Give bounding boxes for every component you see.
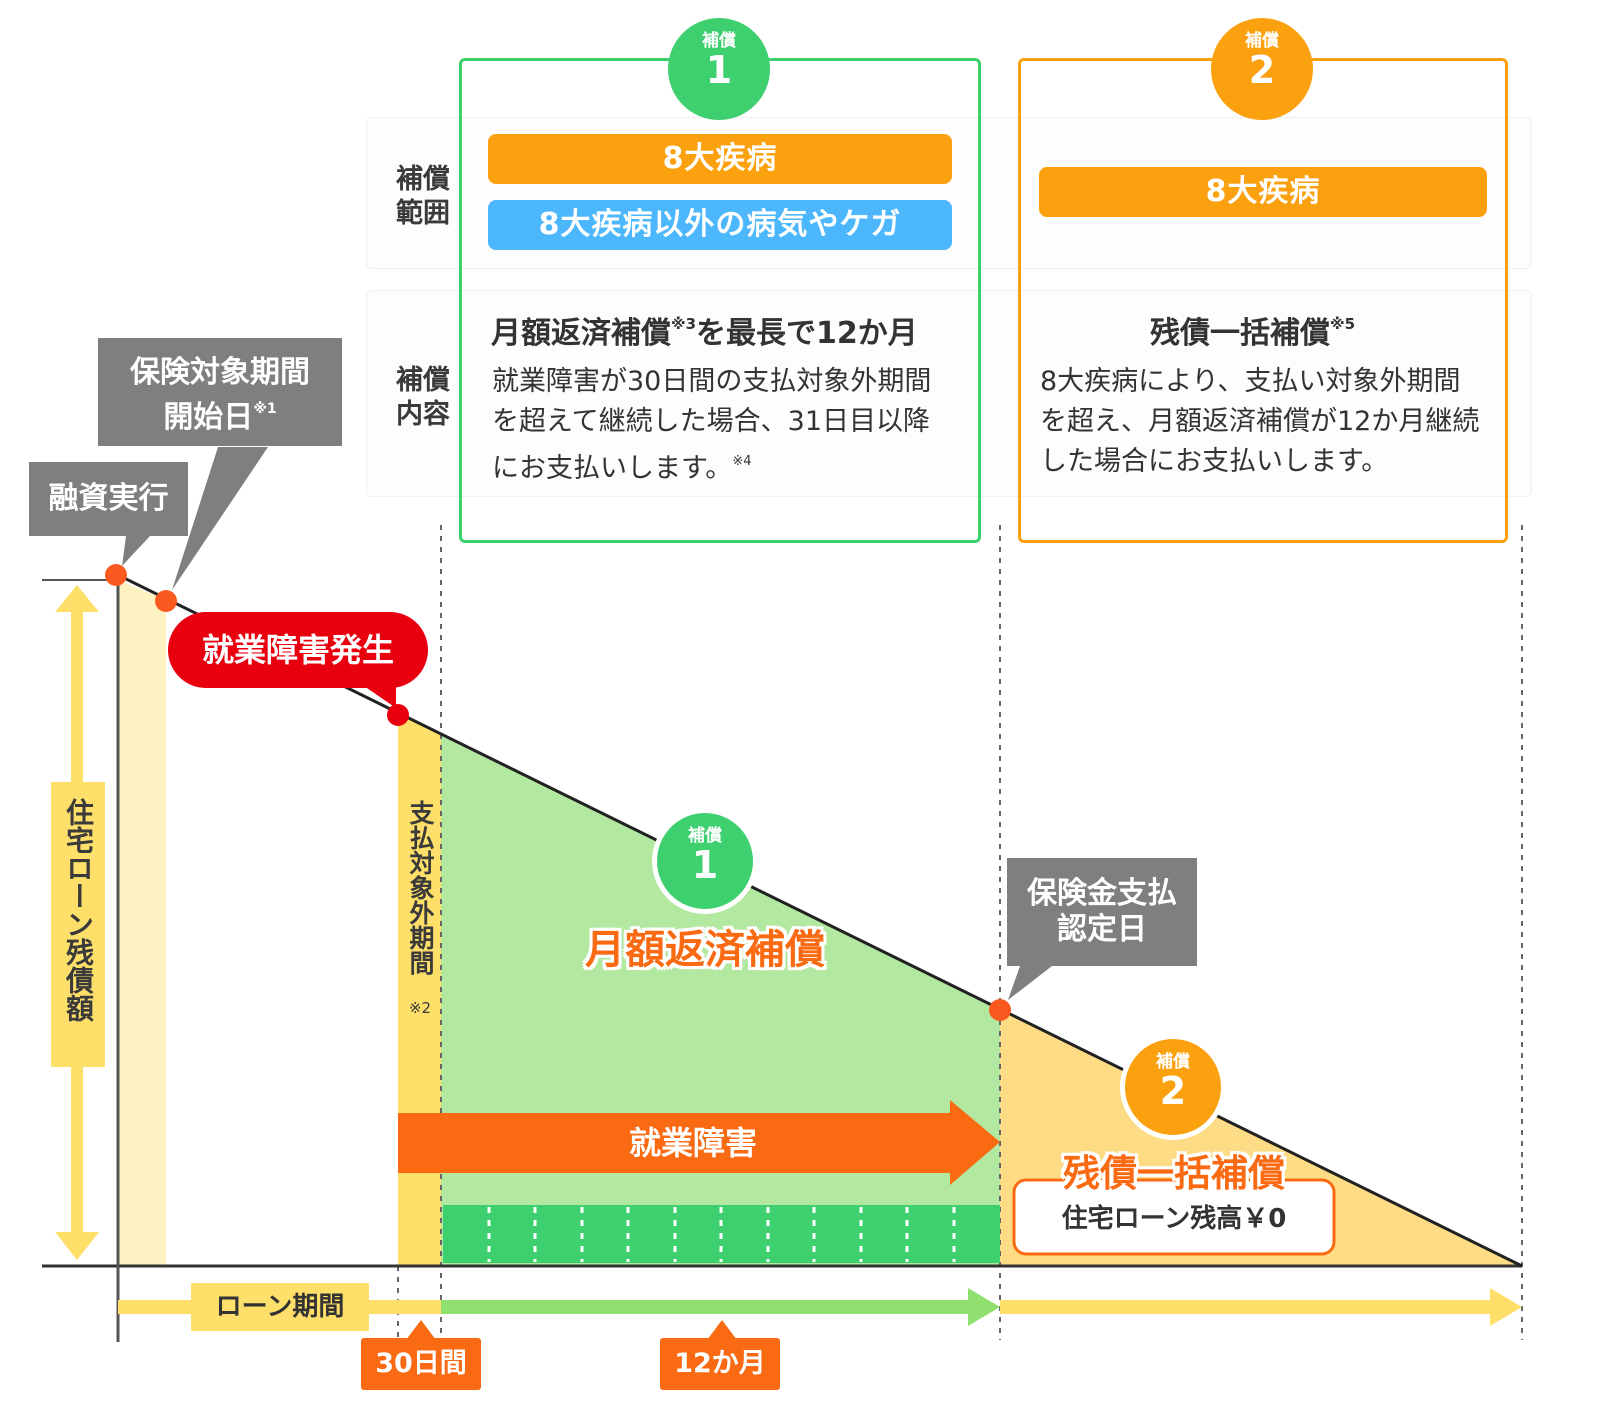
callout-coverage-start: 保険対象期間 開始日※1 [98,338,342,446]
marker-disability [387,704,409,726]
comp1-scope-8diseases: 8大疾病 [488,134,952,184]
loan-balance-line [117,573,1523,1268]
timeline-green [441,1300,971,1314]
y-axis-label: 住宅ローン残債額 [62,798,95,1022]
pointer-payment-cert [1008,966,1052,1000]
comp1-title-tail: を最長で12か月 [696,316,918,351]
pointer-12months [707,1320,737,1340]
pointer-coverage-start [172,447,268,590]
marker-payment-cert [989,999,1011,1021]
badge-label: 補償 [1156,1052,1190,1072]
coverage-start-note: ※1 [253,401,277,417]
balance-zero-label: 住宅ローン残高￥0 [1061,1204,1287,1234]
comp2-title-note: ※5 [1330,315,1356,333]
badge-number: 2 [1248,48,1276,92]
marker-loan-execution [105,564,127,586]
disability-arrow-head [950,1100,1000,1185]
comp1-scope-other: 8大疾病以外の病気やケガ [488,200,952,250]
badge-label: 補償 [688,826,722,846]
disability-arrow-label: 就業障害 [628,1124,757,1162]
badge-label: 補償 [1245,31,1279,51]
badge-number: 1 [705,48,733,92]
timeline-yellow-2 [1000,1300,1495,1314]
marker-coverage-start [155,590,177,612]
balance-zero-box [1012,1178,1336,1256]
comp2-chart-badge: 補償 2 [1120,1034,1226,1140]
badge-number: 2 [1159,1069,1187,1113]
comp1-body-text: 就業障害が30日間の支払対象外期間を超えて継続した場合、31日目以降にお支払いし… [492,366,932,484]
coverage-start-text: 保険対象期間 開始日 [130,355,310,435]
badge-number: 1 [691,843,719,887]
scope-row-label: 補償 範囲 [396,164,450,229]
pointer-loan-execution [122,536,150,566]
non-payment-note: ※2 [408,999,432,1017]
comp1-chart-badge: 補償 1 [652,808,758,914]
monthly-comp-label: 月額返済補償 [585,927,825,973]
content-row-label: 補償 内容 [396,365,450,430]
pointer-disability [364,686,396,708]
pre-coverage-band [118,580,166,1266]
callout-payment-cert: 保険金支払 認定日 [1007,858,1197,966]
comp1-title-main: 月額返済補償 [491,316,671,351]
comp2-top-badge: 補償 2 [1211,18,1313,120]
comp1-title: 月額返済補償※3を最長で12か月 [491,308,918,352]
y-arrow-head-down [55,1232,99,1260]
days-30-tag: 30日間 [361,1338,481,1390]
non-payment-period-label: 支払対象外期間 [406,800,435,975]
months-12-tag: 12か月 [660,1338,780,1390]
monthly-payment-dashes [487,1207,956,1262]
disability-arrow-shaft [398,1113,951,1173]
comp2-body: 8大疾病により、支払い対象外期間を超え、月額返済補償が12か月継続した場合にお支… [1040,366,1480,477]
comp1-body: 就業障害が30日間の支払対象外期間を超えて継続した場合、31日目以降にお支払いし… [492,362,942,489]
loan-period-label: ローン期間 [191,1283,369,1331]
non-payment-band [398,715,441,1266]
y-arrow-head-up [55,585,99,612]
comp1-body-note: ※4 [732,454,752,469]
timeline-yellow-head [1490,1288,1522,1326]
callout-loan-execution: 融資実行 [29,462,188,536]
lump-sum-label: 残債一括補償 [1063,1152,1285,1195]
comp2-scope-8diseases: 8大疾病 [1039,167,1487,217]
y-label-bg [51,782,105,1067]
comp2-title-main: 残債一括補償 [1150,316,1330,351]
timeline-green-head [968,1288,1000,1326]
comp2-title: 残債一括補償※5 [1150,308,1355,352]
callout-disability-occurrence: 就業障害発生 [168,612,428,688]
pointer-30days [406,1320,436,1340]
comp1-title-note: ※3 [671,315,697,333]
badge-label: 補償 [702,31,736,51]
content-row-bg [366,290,1532,497]
comp1-top-badge: 補償 1 [668,18,770,120]
